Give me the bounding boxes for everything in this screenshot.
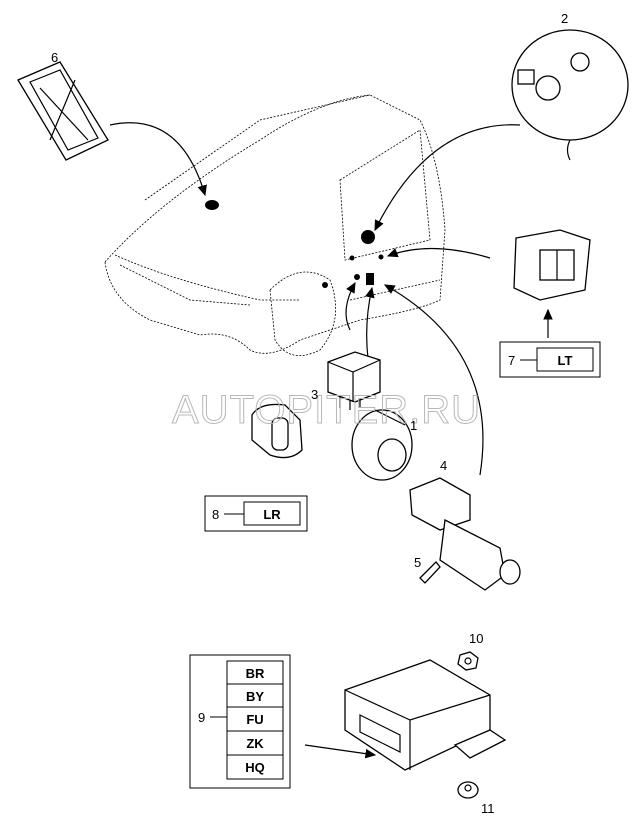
callout-5: 5	[414, 555, 421, 570]
callout-4: 4	[440, 458, 447, 473]
part-8-switch	[251, 403, 303, 459]
code-box-9: 9 BR BY FU ZK HQ	[189, 654, 291, 789]
mount-point	[378, 254, 384, 260]
mount-point	[205, 200, 219, 210]
code-hq: HQ	[245, 760, 265, 775]
car-outline	[104, 94, 446, 357]
code-by: BY	[246, 689, 264, 704]
callout-2: 2	[561, 11, 568, 26]
mount-point	[354, 274, 360, 280]
leader-arrows	[109, 122, 553, 759]
callout-1: 1	[410, 418, 417, 433]
callout-10: 10	[469, 631, 483, 646]
part-9-control-module	[344, 659, 507, 771]
code-box-8: 8 LR	[204, 495, 308, 532]
callout-7: 7	[508, 353, 515, 368]
code-box-7: 7 LT	[499, 341, 601, 378]
code-lr: LR	[263, 507, 281, 522]
callout-11: 11	[481, 801, 495, 816]
mount-point	[322, 282, 328, 288]
part-1-switch-assembly	[351, 409, 413, 481]
code-zk: ZK	[246, 736, 264, 751]
part-4-window-motor	[409, 477, 521, 591]
mount-point	[361, 230, 375, 244]
callout-3: 3	[311, 387, 318, 402]
watermark: AUTOPITER.RU	[172, 388, 481, 432]
mount-point	[366, 273, 374, 285]
callout-9: 9	[198, 710, 205, 725]
mount-point	[349, 255, 355, 261]
part-3-relay	[327, 351, 381, 410]
part-10-nut	[457, 651, 479, 671]
part-2-speaker-unit	[511, 29, 629, 161]
callout-6: 6	[51, 50, 58, 65]
code-list: BR BY FU ZK HQ	[226, 660, 284, 780]
code-lt: LT	[558, 353, 573, 368]
part-7-switch	[513, 229, 591, 301]
part-5-screw	[419, 561, 441, 584]
callout-8: 8	[212, 507, 219, 522]
code-br: BR	[246, 666, 265, 681]
part-6-cover-panel	[17, 61, 109, 161]
part-11-nut	[457, 781, 479, 799]
code-fu: FU	[246, 712, 263, 727]
